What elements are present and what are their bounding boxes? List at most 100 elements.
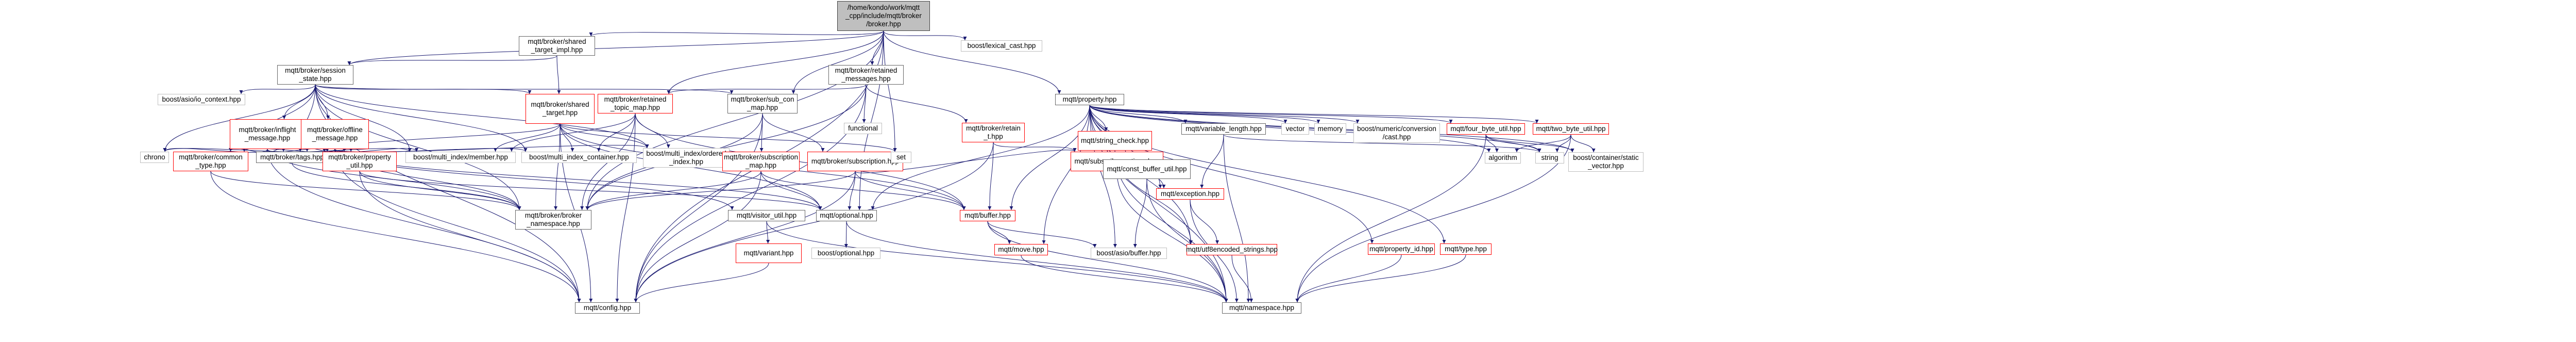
graph-node-visitor-util[interactable]: mqtt/visitor_util.hpp — [728, 210, 805, 221]
edge-session-state-to-multi-index-container — [315, 84, 528, 152]
edge-subscription-to-broker-namespace — [585, 171, 856, 210]
graph-node-set: set — [891, 152, 911, 163]
graph-node-four-byte-util[interactable]: mqtt/four_byte_util.hpp — [1447, 123, 1525, 135]
edge-property-util-to-broker-namespace — [359, 171, 521, 210]
graph-node-label-line: mqtt/variable_length.hpp — [1185, 125, 1262, 133]
edge-retain-t-to-config — [634, 142, 994, 303]
graph-node-label-line: memory — [1317, 125, 1343, 133]
edge-buffer-to-namespace — [987, 221, 1228, 303]
graph-node-variant[interactable]: mqtt/variant.hpp — [736, 243, 802, 263]
edge-property-to-numeric-cast — [1089, 105, 1360, 124]
graph-node-label-line: /home/kondo/work/mqtt — [847, 4, 920, 11]
edge-retain-t-to-buffer — [988, 142, 994, 210]
graph-node-label-line: boost/multi_index_container.hpp — [529, 153, 629, 161]
graph-node-string: string — [1535, 152, 1564, 164]
graph-node-label-line: string — [1541, 154, 1558, 161]
edge-common-type-to-config — [210, 171, 581, 303]
graph-node-utf8encoded[interactable]: mqtt/utf8encoded_strings.hpp — [1186, 244, 1278, 255]
graph-node-label-line: mqtt/broker/broker — [524, 211, 582, 219]
graph-node-property-util[interactable]: mqtt/broker/property_util.hpp — [323, 152, 397, 171]
edge-retain-t-to-subscribe-options — [993, 142, 1077, 152]
graph-node-numeric-cast: boost/numeric/conversion/cast.hpp — [1353, 123, 1440, 143]
graph-node-label-line: boost/multi_index/member.hpp — [413, 153, 508, 161]
edge-two-byte-util-to-algorithm — [1515, 134, 1571, 153]
graph-node-two-byte-util[interactable]: mqtt/two_byte_util.hpp — [1533, 123, 1609, 135]
graph-node-lexical-cast: boost/lexical_cast.hpp — [961, 40, 1042, 52]
edge-subscription-to-config — [634, 171, 856, 303]
graph-node-retain-t[interactable]: mqtt/broker/retain_t.hpp — [962, 123, 1025, 142]
graph-node-config[interactable]: mqtt/config.hpp — [575, 302, 640, 314]
graph-node-label-line: mqtt/four_byte_util.hpp — [1450, 125, 1521, 133]
graph-node-asio-context: boost/asio/io_context.hpp — [158, 94, 245, 105]
graph-node-label-line: set — [896, 153, 906, 161]
graph-node-label-line: mqtt/broker/offline — [307, 126, 363, 134]
graph-node-type[interactable]: mqtt/type.hpp — [1440, 243, 1492, 255]
graph-node-variable-length[interactable]: mqtt/variable_length.hpp — [1181, 123, 1266, 135]
edge-session-state-to-sub-con-map — [315, 84, 734, 94]
edge-root-to-retained-topic-map — [667, 30, 884, 94]
edge-root-to-set — [883, 30, 897, 152]
edge-buffer-to-asio-buffer — [987, 221, 1097, 248]
graph-node-string-check[interactable]: mqtt/string_check.hpp — [1078, 131, 1152, 151]
edge-two-byte-util-to-namespace — [1295, 134, 1571, 303]
graph-node-const-buffer-util[interactable]: mqtt/const_buffer_util.hpp — [1103, 159, 1191, 179]
graph-node-label-line: mqtt/exception.hpp — [1160, 190, 1220, 198]
edge-session-state-to-shared-target — [315, 84, 532, 94]
graph-node-tags[interactable]: mqtt/broker/tags.hpp — [256, 152, 328, 163]
graph-node-move[interactable]: mqtt/move.hpp — [994, 244, 1048, 255]
graph-node-label-line: mqtt/two_byte_util.hpp — [1536, 125, 1606, 133]
graph-node-optional[interactable]: mqtt/optional.hpp — [816, 210, 877, 221]
edge-four-byte-util-to-static-vector — [1485, 134, 1574, 153]
graph-node-hashed-index: boost/multi_index/ordered_index.hpp — [643, 148, 730, 168]
edge-offline-message-to-config — [334, 149, 581, 303]
graph-node-boost-optional: boost/optional.hpp — [811, 248, 880, 259]
graph-node-label-line: mqtt/buffer.hpp — [964, 211, 1011, 219]
graph-node-label-line: _index.hpp — [669, 158, 704, 166]
edge-session-state-to-asio-context — [239, 84, 316, 94]
graph-node-offline-message[interactable]: mqtt/broker/offline_message.hpp — [301, 119, 369, 149]
edge-property-to-move — [1042, 105, 1090, 245]
edge-root-to-shared-target-impl — [589, 30, 884, 37]
edge-four-byte-util-to-algorithm — [1485, 134, 1499, 153]
graph-node-label-line: boost/asio/io_context.hpp — [162, 95, 241, 103]
edge-subscription-map-to-optional — [760, 171, 822, 210]
graph-node-label-line: _message.hpp — [312, 134, 358, 142]
edge-shared-target-to-member — [494, 123, 561, 152]
graph-node-label-line: boost/multi_index/ordered — [646, 150, 726, 157]
graph-node-label-line: mqtt/variant.hpp — [743, 249, 794, 257]
graph-node-label-line: mqtt/broker/subscription — [723, 153, 799, 161]
graph-node-broker-namespace[interactable]: mqtt/broker/broker_namespace.hpp — [515, 210, 591, 230]
edge-retained-topic-map-to-multi-index-container — [597, 113, 636, 152]
edge-property-to-optional — [871, 105, 1090, 210]
graph-node-property[interactable]: mqtt/property.hpp — [1055, 94, 1124, 105]
graph-node-retained-topic-map[interactable]: mqtt/broker/retained_topic_map.hpp — [598, 94, 673, 113]
graph-node-namespace[interactable]: mqtt/namespace.hpp — [1222, 302, 1301, 314]
edge-property-to-vector — [1089, 105, 1287, 124]
graph-node-shared-target[interactable]: mqtt/broker/shared_target.hpp — [526, 94, 595, 124]
edge-root-to-optional — [857, 30, 884, 210]
graph-node-exception[interactable]: mqtt/exception.hpp — [1156, 188, 1224, 200]
graph-node-session-state[interactable]: mqtt/broker/session_state.hpp — [277, 65, 353, 85]
edge-subscription-map-to-config — [634, 171, 761, 303]
edge-shared-target-to-set — [560, 123, 897, 152]
edge-property-to-two-byte-util — [1089, 105, 1539, 124]
graph-node-subscription-map[interactable]: mqtt/broker/subscription_map.hpp — [722, 152, 800, 171]
graph-node-inflight-message[interactable]: mqtt/broker/inflight_message.hpp — [230, 119, 305, 149]
graph-node-label-line: /cast.hpp — [1382, 133, 1411, 141]
graph-node-shared-target-impl[interactable]: mqtt/broker/shared_target_impl.hpp — [519, 36, 595, 56]
graph-node-label-line: _messages.hpp — [841, 75, 891, 83]
graph-node-property-id[interactable]: mqtt/property_id.hpp — [1368, 243, 1435, 255]
graph-node-subscription[interactable]: mqtt/broker/subscription.hpp — [807, 152, 903, 171]
edge-two-byte-util-to-static-vector — [1570, 134, 1596, 153]
graph-node-label-line: mqtt/move.hpp — [998, 246, 1044, 253]
edge-offline-message-to-tags — [305, 148, 335, 153]
graph-node-sub-con-map[interactable]: mqtt/broker/sub_con_map.hpp — [727, 94, 798, 113]
edge-four-byte-util-to-namespace — [1295, 134, 1486, 303]
graph-node-common-type[interactable]: mqtt/broker/common_type.hpp — [173, 152, 248, 171]
graph-node-label-line: mqtt/optional.hpp — [820, 211, 873, 219]
graph-node-label-line: _target_impl.hpp — [531, 46, 583, 54]
graph-node-label-line: mqtt/broker/subscription.hpp — [811, 157, 900, 165]
graph-node-retained-messages[interactable]: mqtt/broker/retained_messages.hpp — [828, 65, 904, 85]
edge-root-to-sub-con-map — [791, 30, 884, 94]
graph-node-buffer[interactable]: mqtt/buffer.hpp — [960, 210, 1015, 221]
